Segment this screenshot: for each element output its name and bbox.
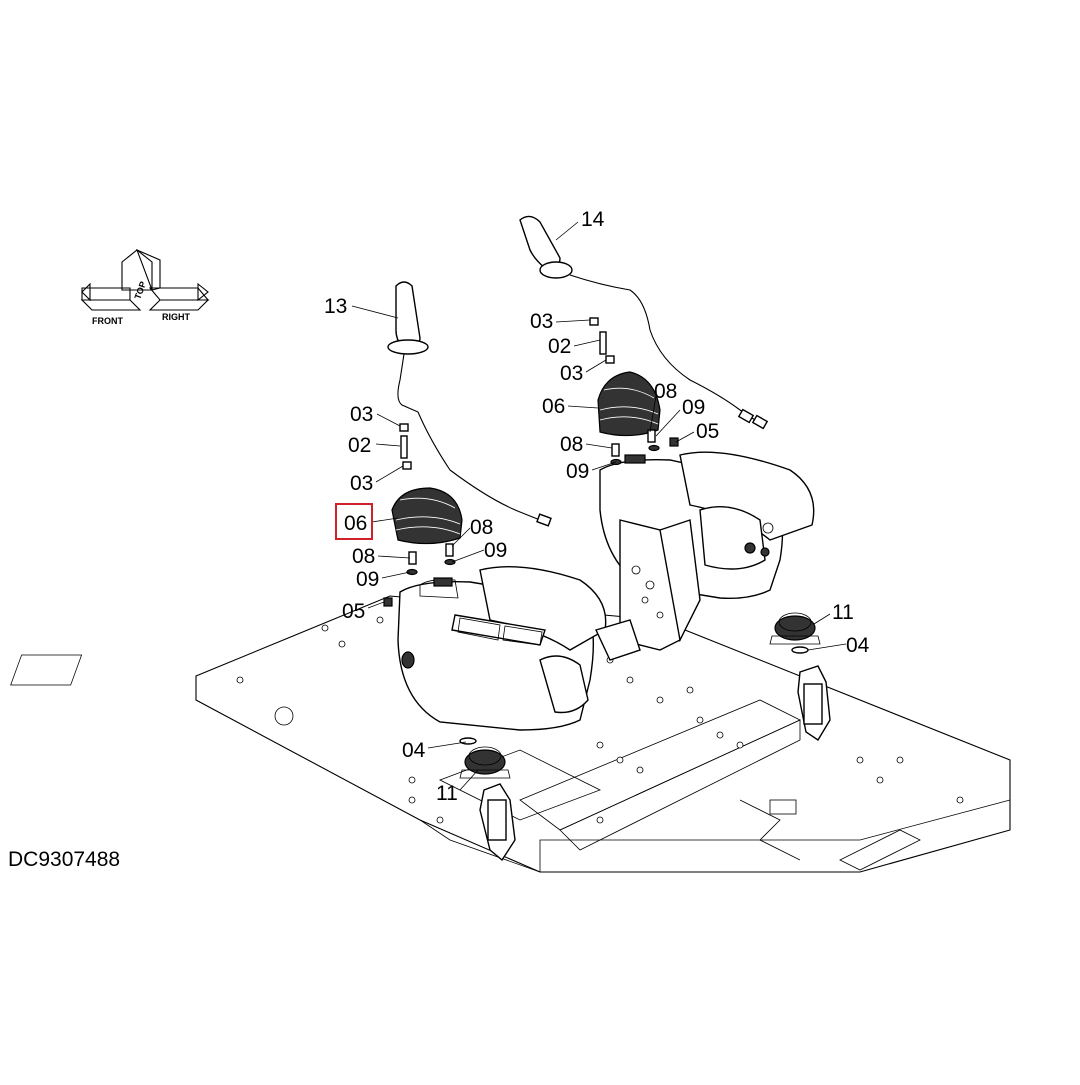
leader-lines <box>351 221 847 791</box>
callout-right-08-upper: 08 <box>654 380 677 403</box>
right-joystick-14 <box>519 215 769 430</box>
callout-right-09-lower: 09 <box>566 460 589 483</box>
compass-front-label: FRONT <box>92 316 123 326</box>
callout-right-06: 06 <box>542 395 565 418</box>
drawing-code: DC9307488 <box>8 848 121 871</box>
right-boot-06 <box>597 371 661 437</box>
callout-14: 14 <box>581 208 605 231</box>
left-joystick-13 <box>387 281 552 527</box>
left-boot-06 <box>391 487 463 545</box>
callout-right-03-lower: 03 <box>560 362 583 385</box>
callout-labels: 13 14 03 02 03 06 08 08 09 09 05 04 11 0… <box>324 208 870 805</box>
callout-left-09-right: 09 <box>484 539 507 562</box>
highlighted-part-06-box <box>335 503 373 540</box>
callout-left-09-left: 09 <box>356 568 379 591</box>
callout-right-05: 05 <box>696 420 719 443</box>
callout-right-08-lower: 08 <box>560 433 583 456</box>
callout-13: 13 <box>324 295 347 318</box>
callout-left-05: 05 <box>342 600 365 623</box>
callout-right-09-upper: 09 <box>682 396 705 419</box>
callout-right-03-upper: 03 <box>530 310 553 333</box>
mount-assemblies <box>459 612 831 862</box>
callout-left-02: 02 <box>348 434 371 457</box>
callout-left-06: 06 <box>344 512 367 535</box>
left-control-console <box>397 565 607 731</box>
callout-left-03-upper: 03 <box>350 403 373 426</box>
compass-right-label: RIGHT <box>162 312 191 322</box>
callout-right-04: 04 <box>846 634 870 657</box>
small-fasteners <box>383 317 679 607</box>
callout-left-08-left: 08 <box>352 545 375 568</box>
callout-left-03-lower: 03 <box>350 472 373 495</box>
mounting-holes <box>236 616 964 824</box>
right-control-console <box>595 451 815 661</box>
callout-left-08-right: 08 <box>470 516 493 539</box>
callout-right-02: 02 <box>548 335 571 358</box>
callout-left-11: 11 <box>436 782 458 805</box>
callout-right-11: 11 <box>832 601 854 624</box>
orientation-compass-icon: FRONT TOP RIGHT <box>80 248 210 326</box>
callout-left-04: 04 <box>402 739 426 762</box>
